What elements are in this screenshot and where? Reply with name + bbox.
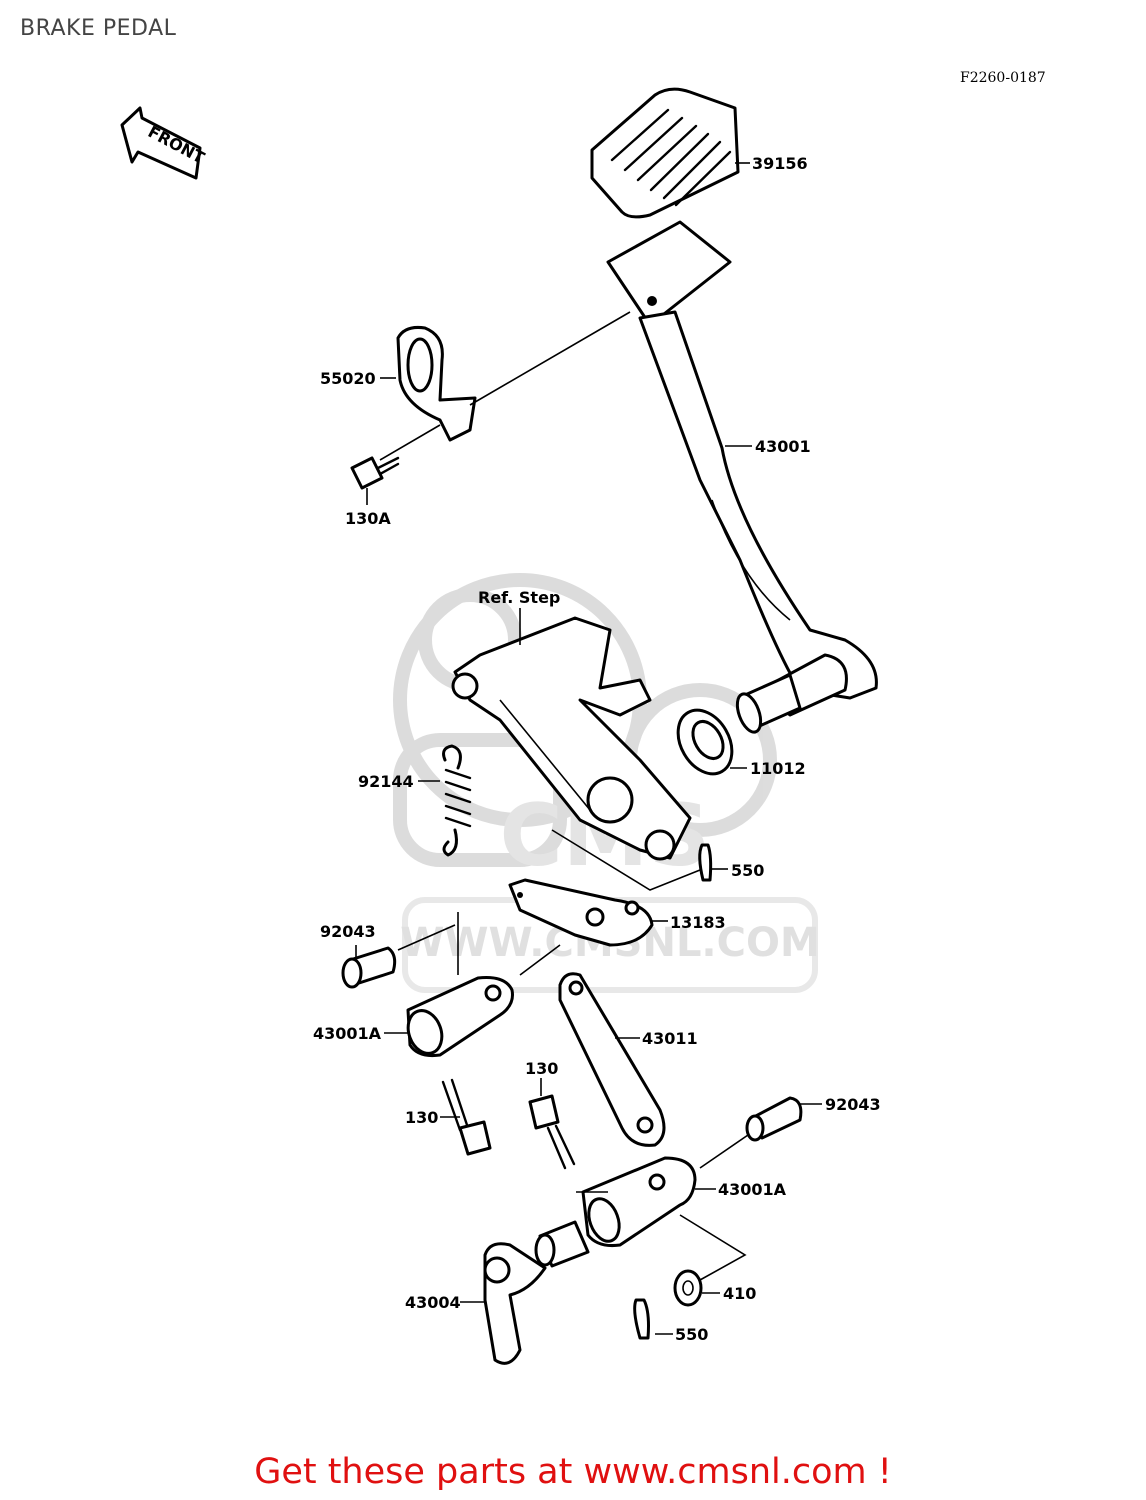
part-label-92144: 92144 (358, 772, 414, 791)
part-label-43011: 43011 (642, 1029, 698, 1048)
clevis-pin-92043-right (745, 1096, 803, 1142)
part-label-43001A-left: 43001A (313, 1024, 382, 1043)
front-arrow-icon: FRONT (120, 106, 208, 180)
exploded-parts-diagram: CMS WWW.CMSNL.COM F2260-0187 FRONT (120, 70, 1046, 1365)
part-label-130-right: 130 (525, 1059, 558, 1078)
part-label-92043-left: 92043 (320, 922, 376, 941)
page-title: BRAKE PEDAL (20, 16, 177, 41)
clevis-pin-92043-left (341, 946, 397, 989)
promo-link[interactable]: Get these parts at www.cmsnl.com ! (254, 1452, 892, 1492)
joint-43001A-right (581, 1156, 697, 1247)
bolt-130-right (528, 1094, 576, 1170)
seal-11012 (676, 708, 734, 776)
part-label-550-bottom: 550 (675, 1325, 708, 1344)
brake-pedal-arm (606, 220, 878, 734)
washer-410 (673, 1269, 703, 1307)
bracket-55020 (396, 326, 477, 442)
part-label-550-top: 550 (731, 861, 764, 880)
shaft-lever-43004 (483, 1220, 590, 1365)
part-label-43004: 43004 (405, 1293, 461, 1312)
part-label-92043-right: 92043 (825, 1095, 881, 1114)
part-label-410: 410 (723, 1284, 756, 1303)
plate-13183 (508, 878, 654, 947)
reference-label: Ref. Step (478, 588, 560, 607)
cotter-pin-550-top (698, 843, 713, 882)
spring-92144 (442, 744, 472, 857)
cotter-pin-550-bottom (633, 1298, 650, 1340)
part-label-43001: 43001 (755, 437, 811, 456)
part-label-55020: 55020 (320, 369, 376, 388)
leader-lines (355, 162, 822, 1335)
pedal-rubber (590, 87, 740, 219)
part-label-130A: 130A (345, 509, 391, 528)
part-label-39156: 39156 (752, 154, 808, 173)
part-label-11012: 11012 (750, 759, 806, 778)
joint-43001A-left (406, 976, 514, 1057)
bolt-130-left (441, 1078, 492, 1156)
bolt-130A (350, 456, 400, 490)
link-43011 (558, 972, 666, 1147)
part-label-13183: 13183 (670, 913, 726, 932)
part-label-43001A-right: 43001A (718, 1180, 787, 1199)
part-label-130-left: 130 (405, 1108, 438, 1127)
figure-code: F2260-0187 (960, 70, 1046, 86)
reference-step-bracket (451, 616, 692, 861)
